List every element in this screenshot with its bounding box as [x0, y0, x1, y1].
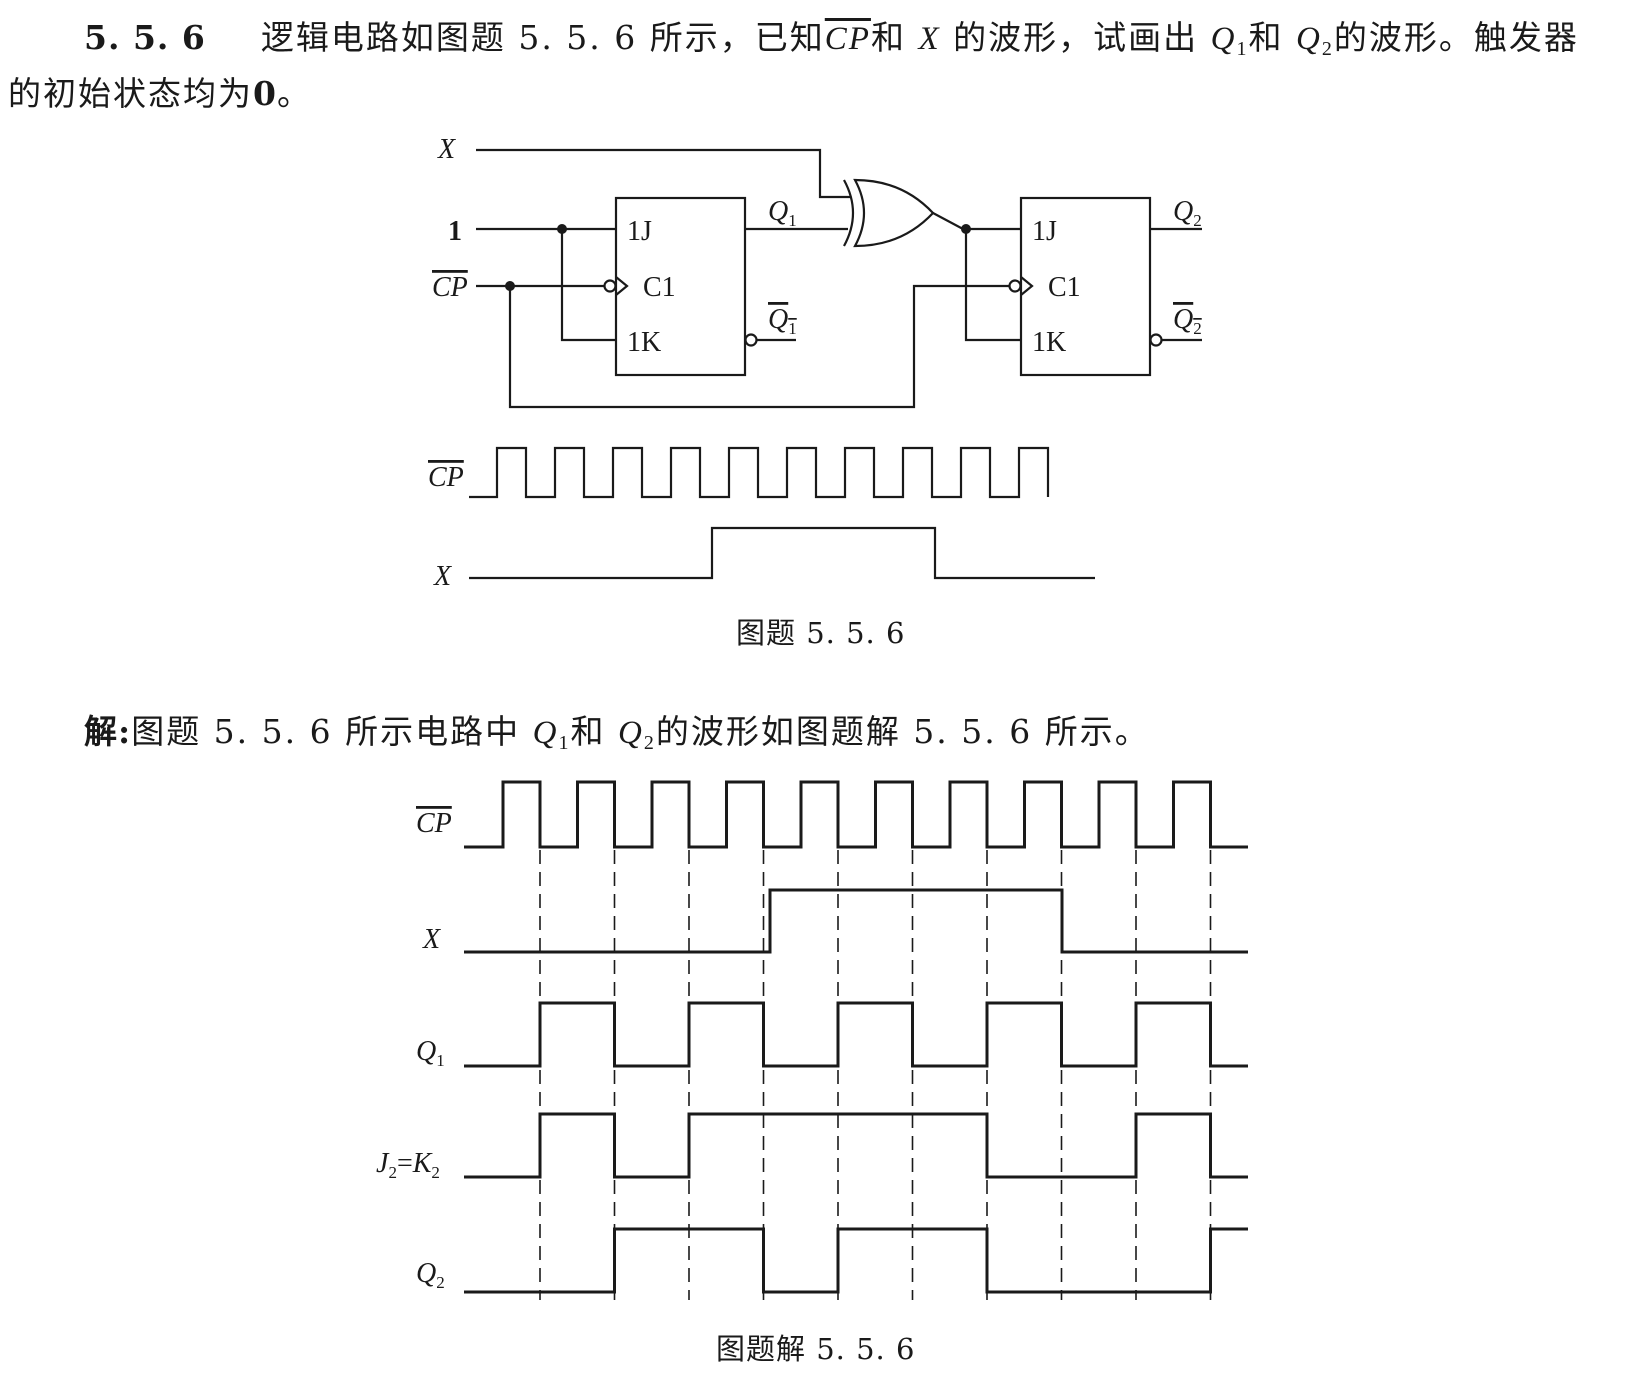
ff1-k: 1K: [627, 327, 661, 358]
solution-text-1: 图题 5. 5. 6 所示电路中: [131, 712, 521, 751]
input-wave-x: [469, 526, 1095, 580]
timing-label-q1: Q1: [416, 1036, 445, 1070]
problem-q2: Q2: [1295, 21, 1334, 60]
problem-text-4: 和: [1248, 18, 1284, 57]
junction-dot: [961, 224, 971, 234]
problem-line2-text: 的初始状态均为: [8, 74, 253, 113]
timing-label-j2k2: J2=K2: [376, 1148, 440, 1182]
label-q1-bar: Q1: [768, 304, 797, 338]
label-q2: Q2: [1173, 196, 1202, 230]
xor-gate: [853, 178, 935, 248]
wave-label-cp: CP: [428, 462, 464, 493]
problem-line-1: 5. 5. 6 逻辑电路如图题 5. 5. 6 所示，已知CP和 X 的波形，试…: [84, 16, 1579, 71]
problem-text-3: 的波形，试画出: [953, 18, 1199, 57]
junction-dot: [557, 224, 567, 234]
qbar-bubble: [744, 333, 758, 347]
figure2-caption: 图题解 5. 5. 6: [716, 1332, 916, 1366]
problem-x: X: [918, 21, 941, 57]
timing-wave-cp: [464, 780, 1248, 849]
label-cp: CP: [432, 272, 468, 303]
wave-label-x: X: [433, 561, 452, 592]
timing-wave-j2k2: [464, 1112, 1248, 1179]
label-q2-bar: Q2: [1173, 304, 1202, 338]
problem-number: 5. 5. 6: [84, 18, 206, 57]
clock-bubble: [603, 279, 617, 293]
wire-xor-to-k: [964, 229, 1021, 342]
wire-x: [476, 148, 850, 199]
timing-wave-q1: [464, 1001, 1248, 1068]
timing-label-cp: CP: [416, 808, 452, 839]
problem-line-2: 的初始状态均为0。: [8, 72, 312, 116]
timing-label-x: X: [422, 924, 441, 955]
timing-wave-x: [464, 888, 1248, 954]
problem-text-5: 的波形。触发器: [1333, 18, 1579, 57]
wire-one-to-k: [560, 229, 616, 342]
solution-line: 解:图题 5. 5. 6 所示电路中 Q1和 Q2的波形如图题解 5. 5. 6…: [84, 710, 1150, 765]
clock-triangle: [615, 276, 629, 296]
figure1-caption: 图题 5. 5. 6: [736, 616, 906, 650]
solution-q2: Q2: [617, 715, 656, 754]
input-wave-cp: [469, 446, 1050, 499]
solution-text-3: 的波形如图题解 5. 5. 6 所示。: [655, 712, 1150, 751]
ff1-c: C1: [643, 272, 676, 303]
solution-q1: Q1: [532, 715, 571, 754]
ff2-j: 1J: [1032, 216, 1057, 247]
timing-wave-q2: [464, 1227, 1248, 1294]
problem-line2-end: 。: [276, 74, 312, 113]
xor-extra-arc: [843, 179, 854, 247]
problem-q1: Q1: [1210, 21, 1249, 60]
problem-text-2: 和: [870, 18, 906, 57]
solution-label: 解:: [84, 712, 132, 751]
label-one: 1: [448, 216, 462, 247]
label-x: X: [437, 134, 456, 165]
clock-triangle: [1020, 276, 1034, 296]
ff2-k: 1K: [1032, 327, 1066, 358]
ff2-c: C1: [1048, 272, 1081, 303]
problem-text-1: 逻辑电路如图题 5. 5. 6 所示，已知: [260, 18, 825, 57]
ff1-j: 1J: [627, 216, 652, 247]
problem-cp: CP: [824, 21, 871, 57]
wire-cp-loop: [508, 284, 1009, 409]
solution-text-2: 和: [570, 712, 606, 751]
qbar-bubble: [1149, 333, 1163, 347]
label-q1: Q1: [768, 196, 797, 230]
clock-bubble: [1008, 279, 1022, 293]
timing-label-q2: Q2: [416, 1258, 445, 1292]
problem-zero: 0: [253, 74, 277, 113]
